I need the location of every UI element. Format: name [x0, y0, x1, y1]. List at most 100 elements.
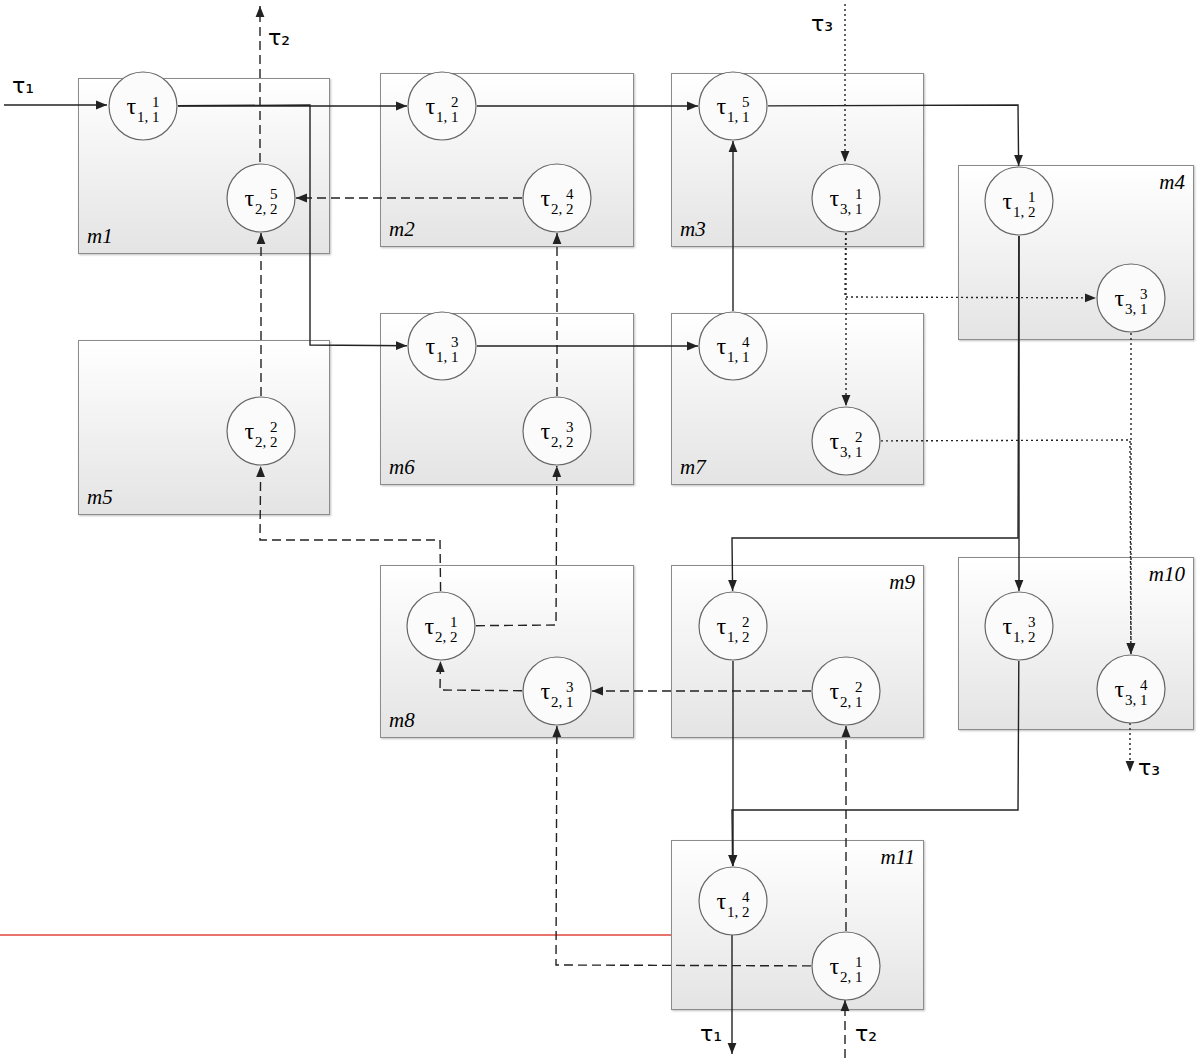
circle-outline	[811, 406, 881, 476]
operation-superscript: 5	[742, 95, 750, 110]
machine-box: m1τ11, 1τ52, 2	[78, 78, 330, 254]
circle-text-holder: τ11, 1	[108, 71, 178, 141]
operation-subscript: 2, 2	[255, 435, 278, 450]
machine-label: m3	[680, 218, 706, 241]
operation-superscript: 3	[1140, 287, 1148, 302]
circle-shape	[1097, 264, 1165, 332]
task-label: τ₃	[811, 12, 833, 36]
operation-symbol: τ	[540, 679, 550, 703]
task-label: τ₃	[1138, 756, 1160, 780]
label-slot: τ₃	[811, 12, 833, 36]
machine-box: m3τ51, 1τ13, 1	[671, 73, 924, 247]
circle-outline	[698, 311, 768, 381]
script-stack: 21, 1	[436, 95, 459, 125]
operation-subscript: 1, 2	[727, 630, 750, 645]
circle-outline	[108, 71, 178, 141]
machine-label: m10	[1149, 563, 1185, 586]
script-stack: 23, 1	[840, 430, 863, 460]
label-slot: m4	[1159, 171, 1185, 194]
script-stack: 11, 2	[1013, 190, 1036, 220]
operation-label: τ21, 1	[425, 91, 458, 121]
operation-symbol: τ	[716, 889, 726, 913]
circle-text-holder: τ32, 1	[522, 656, 592, 726]
operation-superscript: 2	[742, 615, 750, 630]
operation-symbol: τ	[1114, 286, 1124, 310]
operation-circle: τ31, 2	[984, 591, 1054, 661]
operation-subscript: 1, 1	[137, 110, 160, 125]
circle-text-holder: τ21, 2	[698, 591, 768, 661]
task-label: τ₁	[700, 1022, 722, 1046]
operation-superscript: 4	[742, 890, 750, 905]
circle-outline	[406, 591, 476, 661]
machine-label: m9	[889, 571, 915, 594]
machine-box: m7τ41, 1τ23, 1	[671, 313, 924, 485]
label-slot: τ₁	[12, 74, 34, 98]
operation-symbol: τ	[425, 94, 435, 118]
operation-label: τ41, 2	[716, 886, 749, 916]
operation-superscript: 1	[1028, 190, 1036, 205]
operation-label: τ33, 1	[1114, 283, 1147, 313]
operation-label: τ23, 1	[829, 426, 862, 456]
circle-text-holder: τ43, 1	[1096, 654, 1166, 724]
machine-label: m7	[680, 456, 706, 479]
circle-text-holder: τ41, 1	[698, 311, 768, 381]
machine-box: m2 τ21, 1 τ42, 2	[380, 73, 634, 247]
operation-circle: τ22, 2	[226, 396, 296, 466]
script-stack: 33, 1	[1125, 287, 1148, 317]
operation-circle: τ21, 2	[698, 591, 768, 661]
operation-symbol: τ	[540, 419, 550, 443]
operation-superscript: 1	[855, 187, 863, 202]
circle-outline	[226, 163, 296, 233]
circle-outline	[522, 163, 592, 233]
label-slot: m3	[680, 218, 706, 241]
operation-superscript: 2	[855, 430, 863, 445]
circle-shape	[408, 72, 476, 140]
label-slot: τ₂	[855, 1022, 877, 1046]
operation-superscript: 1	[450, 615, 458, 630]
operation-symbol: τ	[716, 334, 726, 358]
operation-label: τ22, 1	[829, 676, 862, 706]
operation-superscript: 2	[451, 95, 459, 110]
operation-label: τ41, 1	[716, 331, 749, 361]
circle-text-holder: τ52, 2	[226, 163, 296, 233]
operation-label: τ51, 1	[716, 91, 749, 121]
operation-label: τ12, 2	[424, 611, 457, 641]
operation-superscript: 3	[566, 680, 574, 695]
circle-shape	[812, 407, 880, 475]
circle-shape	[985, 167, 1053, 235]
operation-circle: τ51, 1	[698, 71, 768, 141]
operation-superscript: 2	[270, 420, 278, 435]
machine-label: m2	[389, 218, 415, 241]
operation-subscript: 1, 1	[436, 350, 459, 365]
slide-rule	[0, 934, 671, 936]
circle-shape	[1097, 655, 1165, 723]
label-slot: m1	[87, 225, 113, 248]
label-slot: τ₁	[700, 1022, 722, 1046]
operation-symbol: τ	[829, 429, 839, 453]
script-stack: 32, 1	[551, 680, 574, 710]
operation-symbol: τ	[425, 334, 435, 358]
operation-label: τ32, 1	[540, 676, 573, 706]
circle-text-holder: τ22, 2	[226, 396, 296, 466]
circle-text-holder: τ31, 2	[984, 591, 1054, 661]
label-slot: τ₂	[268, 26, 290, 50]
circle-text-holder: τ32, 2	[522, 396, 592, 466]
circle-outline	[811, 656, 881, 726]
operation-subscript: 1, 2	[1013, 205, 1036, 220]
machine-box: m9τ21, 2τ22, 1	[671, 565, 924, 738]
machine-label: m8	[389, 709, 415, 732]
operation-label: τ31, 1	[425, 331, 458, 361]
operation-circle: τ41, 1	[698, 311, 768, 381]
operation-label: τ31, 2	[1002, 611, 1035, 641]
circle-outline	[698, 866, 768, 936]
operation-symbol: τ	[829, 679, 839, 703]
operation-subscript: 2, 2	[255, 202, 278, 217]
label-slot: m6	[389, 456, 415, 479]
operation-symbol: τ	[829, 954, 839, 978]
script-stack: 52, 2	[255, 187, 278, 217]
circle-outline	[1096, 654, 1166, 724]
operation-subscript: 1, 2	[727, 905, 750, 920]
operation-label: τ42, 2	[540, 183, 573, 213]
circle-shape	[699, 592, 767, 660]
